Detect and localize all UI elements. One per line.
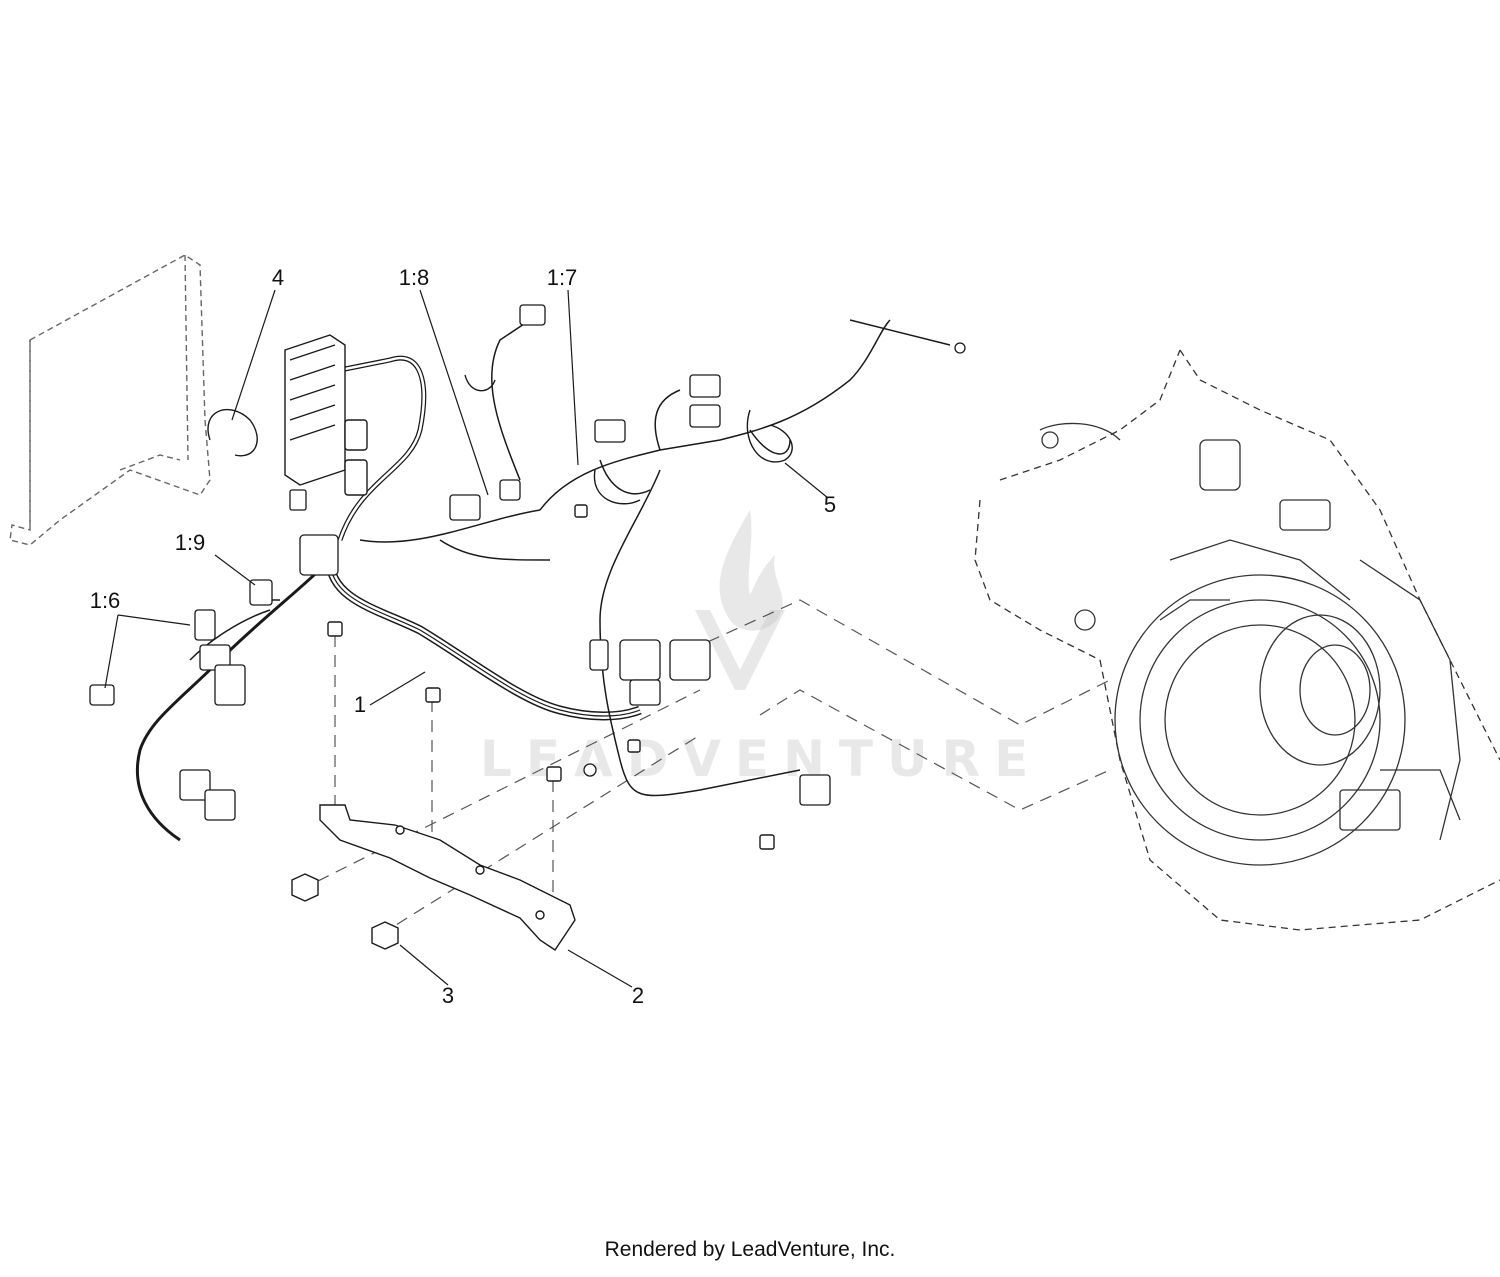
callout-1-8: 1:8 <box>399 265 430 290</box>
callout-leaders <box>104 289 829 988</box>
connector-group <box>89 304 966 821</box>
callout-1-6: 1:6 <box>90 588 121 613</box>
callout-5: 5 <box>824 492 836 517</box>
callout-3: 3 <box>442 983 454 1008</box>
fuse-block <box>284 334 368 496</box>
callout-1: 1 <box>354 692 366 717</box>
watermark-text: LEADVENTURE <box>480 730 1043 788</box>
engine-assembly <box>974 349 1500 931</box>
watermark-logo-icon <box>690 500 830 705</box>
rendered-by-footer: Rendered by LeadVenture, Inc. <box>604 1238 896 1261</box>
callout-2: 2 <box>632 983 644 1008</box>
callout-1-7: 1:7 <box>547 265 578 290</box>
harness-bracket <box>319 804 576 951</box>
mounting-plate <box>9 254 211 546</box>
wire-harness <box>135 319 951 842</box>
callout-1-9: 1:9 <box>175 530 206 555</box>
fasteners <box>291 504 775 950</box>
callout-4: 4 <box>272 265 284 290</box>
cable-ties <box>207 374 793 505</box>
